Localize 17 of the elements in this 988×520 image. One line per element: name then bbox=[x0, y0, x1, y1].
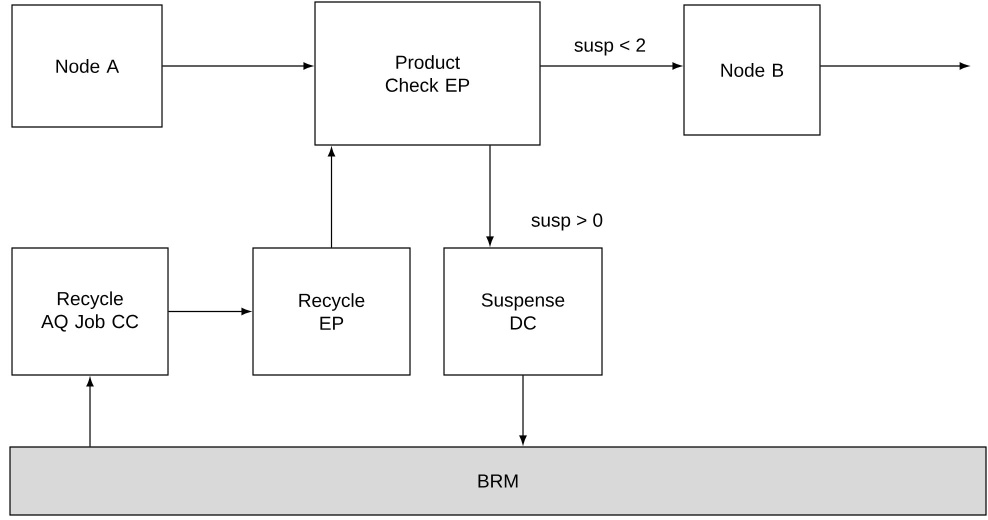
arrow bbox=[168, 308, 250, 316]
edge-label: susp > 0 bbox=[530, 212, 604, 232]
process-box: Suspense DC bbox=[443, 247, 603, 376]
process-box: Recycle AQ Job CC bbox=[11, 247, 169, 376]
process-box: Node B bbox=[683, 4, 821, 136]
arrow bbox=[820, 62, 969, 70]
arrow bbox=[519, 376, 527, 444]
process-box: Product Check EP bbox=[314, 1, 541, 146]
arrow bbox=[486, 146, 494, 246]
band-box: BRM bbox=[9, 446, 987, 516]
arrow bbox=[328, 148, 336, 248]
process-box: Recycle EP bbox=[252, 247, 411, 376]
arrow bbox=[86, 378, 94, 446]
arrow bbox=[540, 62, 682, 70]
process-box: Node A bbox=[11, 4, 163, 128]
arrow bbox=[162, 62, 312, 70]
edge-label: susp < 2 bbox=[572, 37, 648, 57]
